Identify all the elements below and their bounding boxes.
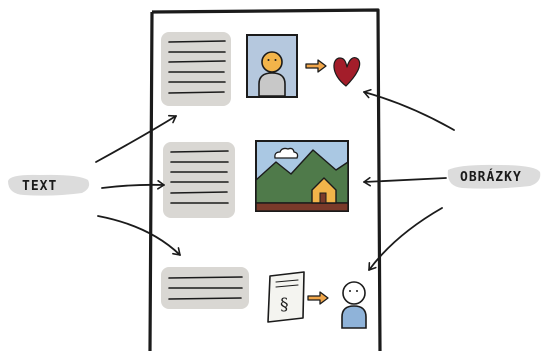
landscape-photo-icon bbox=[255, 140, 349, 212]
document-paragraph-icon: § bbox=[267, 271, 305, 323]
arrow-to-person bbox=[368, 207, 443, 271]
arrow-to-text-block-1 bbox=[95, 114, 177, 163]
arrow-to-landscape bbox=[363, 176, 447, 187]
arrow-to-text-block-3 bbox=[97, 215, 181, 256]
person-icon bbox=[341, 281, 367, 329]
heart-icon bbox=[333, 56, 361, 87]
obrazky-label-text: OBRÁZKY bbox=[460, 169, 522, 185]
text-block-2 bbox=[163, 142, 235, 218]
text-label: TEXT bbox=[8, 174, 90, 196]
arrow-icon bbox=[307, 291, 329, 305]
text-block-1 bbox=[161, 32, 231, 106]
arrow-to-portrait bbox=[363, 88, 455, 131]
text-arrows bbox=[95, 114, 181, 256]
arrow-icon bbox=[305, 59, 327, 73]
page-outline bbox=[148, 8, 382, 351]
arrow-to-text-block-2 bbox=[101, 179, 165, 190]
image-arrows bbox=[363, 88, 455, 271]
portrait-photo-icon bbox=[246, 34, 298, 98]
text-label-text: TEXT bbox=[22, 179, 57, 194]
obrazky-label: OBRÁZKY bbox=[447, 164, 541, 189]
text-block-3 bbox=[161, 267, 249, 309]
svg-text:§: § bbox=[280, 295, 289, 315]
